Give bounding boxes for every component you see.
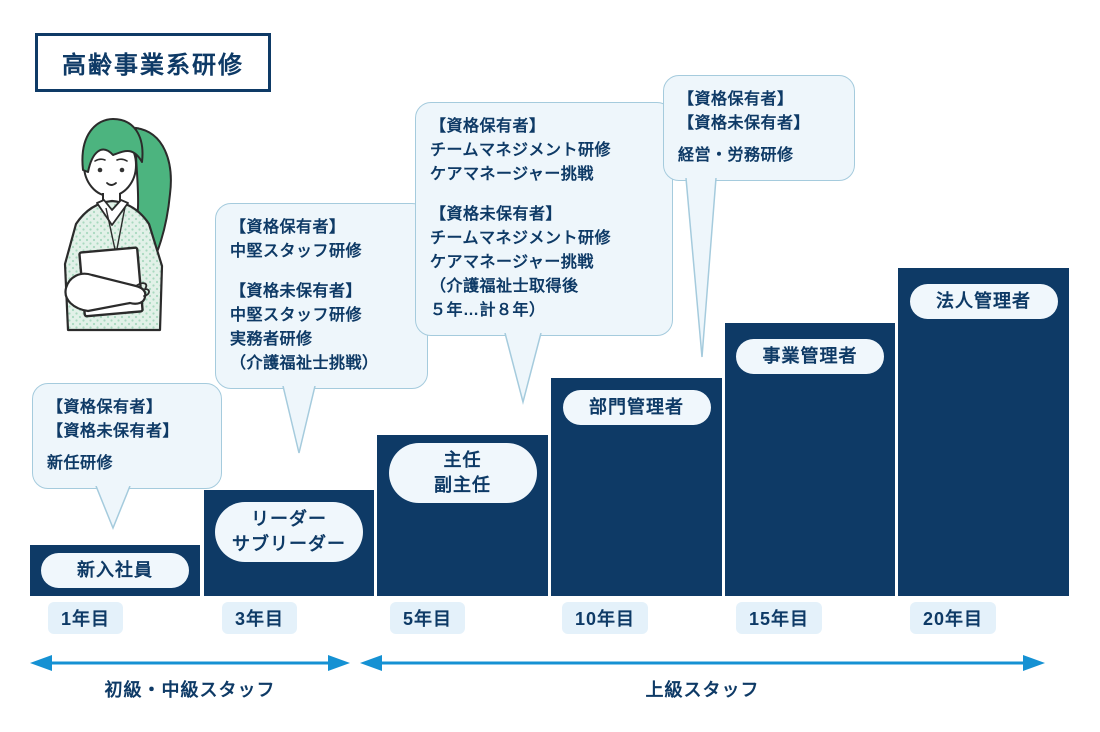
page-title: 高齢事業系研修 xyxy=(35,33,271,92)
arm xyxy=(64,272,147,313)
role-pill-4: 部門管理者 xyxy=(562,390,711,425)
speech-bubble-1: 【資格保有者】【資格未保有者】新任研修 xyxy=(32,383,222,530)
step-bar-1: 新入社員 xyxy=(30,545,200,596)
junior-range-arrow xyxy=(30,655,350,671)
speech-bubble-2: 【資格保有者】中堅スタッフ研修【資格未保有者】中堅スタッフ研修実務者研修（介護福… xyxy=(215,203,428,454)
hair-bangs xyxy=(81,118,144,173)
year-label-6: 20年目 xyxy=(910,602,997,634)
senior-range-arrow xyxy=(360,655,1045,671)
role-pill-6: 法人管理者 xyxy=(909,284,1058,319)
step-bar-4: 部門管理者 xyxy=(551,378,722,596)
role-pill-5: 事業管理者 xyxy=(736,339,884,374)
year-label-5: 15年目 xyxy=(736,602,823,634)
speech-bubble-tail-icon xyxy=(95,486,131,530)
year-label-2: 3年目 xyxy=(222,602,298,634)
year-label-1: 1年目 xyxy=(48,602,124,634)
speech-bubble-4: 【資格保有者】【資格未保有者】経営・労務研修 xyxy=(663,75,855,358)
role-pill-1: 新入社員 xyxy=(41,553,189,588)
year-label-4: 10年目 xyxy=(562,602,649,634)
step-bar-2: リーダーサブリーダー xyxy=(204,490,374,596)
speech-bubble-tail-icon xyxy=(504,333,542,405)
speech-bubble-tail-icon xyxy=(282,386,316,454)
junior-range-label: 初級・中級スタッフ xyxy=(104,680,276,700)
step-bar-6: 法人管理者 xyxy=(898,268,1069,596)
year-label-3: 5年目 xyxy=(390,602,466,634)
senior-range-label: 上級スタッフ xyxy=(645,680,760,700)
speech-bubble-3: 【資格保有者】チームマネジメント研修ケアマネージャー挑戦【資格未保有者】チームマ… xyxy=(415,102,673,405)
speech-bubble-tail-icon xyxy=(685,178,717,358)
staff-illustration xyxy=(63,118,172,332)
role-pill-3: 主任副主任 xyxy=(388,443,537,503)
step-bar-3: 主任副主任 xyxy=(377,435,548,596)
role-pill-2: リーダーサブリーダー xyxy=(215,502,363,562)
step-bar-5: 事業管理者 xyxy=(725,323,895,596)
